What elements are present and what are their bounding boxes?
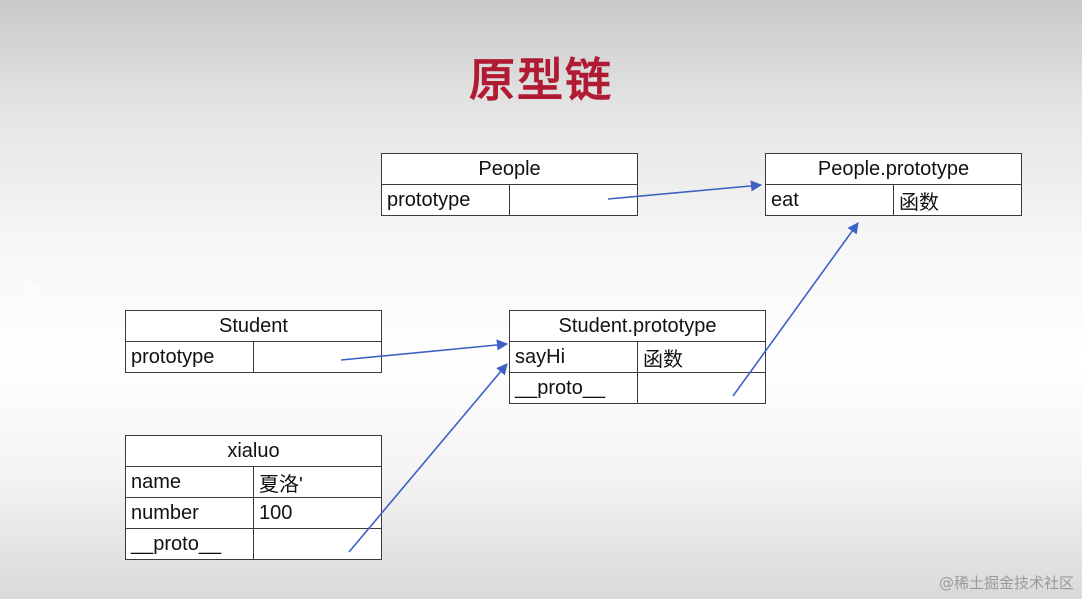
people-prototype-key: prototype <box>381 184 510 216</box>
people-header: People <box>381 153 638 185</box>
xialuo-proto-key: __proto__ <box>125 528 254 560</box>
page-title: 原型链 <box>469 53 613 107</box>
student-prototype-key: prototype <box>125 341 254 373</box>
student-prototype-proto-key: __proto__ <box>509 372 638 404</box>
xialuo-name-value: 夏洛' <box>253 466 382 498</box>
student-header: Student <box>125 310 382 342</box>
xialuo-number-value: 100 <box>253 497 382 529</box>
people-prototype-eat-key: eat <box>765 184 894 216</box>
xialuo-header: xialuo <box>125 435 382 467</box>
people-table: People prototype <box>381 153 638 216</box>
pen-icon[interactable]: ✎ <box>23 276 41 300</box>
xialuo-name-key: name <box>125 466 254 498</box>
people-prototype-eat-value: 函数 <box>893 184 1022 216</box>
xialuo-table: xialuo name 夏洛' number 100 __proto__ <box>125 435 382 560</box>
student-prototype-value <box>253 341 382 373</box>
xialuo-number-key: number <box>125 497 254 529</box>
student-prototype-sayhi-value: 函数 <box>637 341 766 373</box>
people-prototype-header: People.prototype <box>765 153 1022 185</box>
student-prototype-header: Student.prototype <box>509 310 766 342</box>
student-prototype-sayhi-key: sayHi <box>509 341 638 373</box>
student-prototype-proto-value <box>637 372 766 404</box>
xialuo-proto-value <box>253 528 382 560</box>
student-table: Student prototype <box>125 310 382 373</box>
student-prototype-table: Student.prototype sayHi 函数 __proto__ <box>509 310 766 404</box>
people-prototype-value <box>509 184 638 216</box>
watermark: @稀土掘金技术社区 <box>938 574 1074 592</box>
people-prototype-table: People.prototype eat 函数 <box>765 153 1022 216</box>
